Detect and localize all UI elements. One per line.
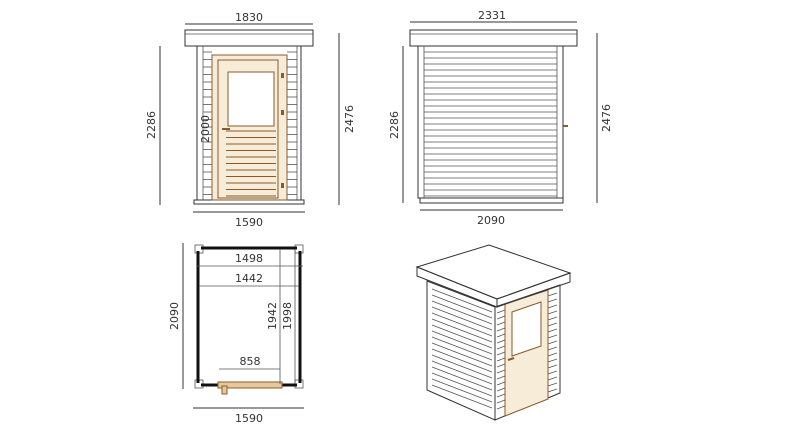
dimension-label: 2476 xyxy=(600,104,613,132)
dimension-label: 1942 xyxy=(266,302,279,330)
dimension-label: 2286 xyxy=(388,111,401,139)
siding-line xyxy=(496,387,506,392)
siding-line xyxy=(431,300,493,325)
plan-door-handle-icon xyxy=(221,385,228,395)
siding-line xyxy=(431,336,493,361)
siding-line xyxy=(431,288,493,313)
side-wall-siding xyxy=(423,46,558,198)
siding-line xyxy=(547,346,558,351)
siding-line xyxy=(431,354,493,379)
dimension-label: 1590 xyxy=(235,216,263,229)
siding-line xyxy=(547,364,558,369)
door-handle-icon xyxy=(507,357,515,361)
siding-line xyxy=(431,378,493,403)
siding-line xyxy=(431,306,493,331)
plan-view: 1498 1442 1942 1998 858 2090 1590 xyxy=(168,243,304,425)
dimension-label: 2090 xyxy=(477,214,505,227)
siding-line xyxy=(431,360,493,385)
siding-line xyxy=(496,327,506,332)
siding-line xyxy=(496,357,506,362)
iso-roof-edge xyxy=(496,272,571,308)
siding-line xyxy=(496,393,506,398)
dimension-label: 2000 xyxy=(199,115,212,143)
siding-line xyxy=(431,372,493,397)
siding-line xyxy=(547,328,558,333)
siding-line xyxy=(496,363,506,368)
siding-line xyxy=(431,318,493,343)
siding-line xyxy=(431,294,493,319)
iso-roof-edge xyxy=(416,266,498,308)
dimension-label: 2476 xyxy=(343,105,356,133)
siding-line xyxy=(431,366,493,391)
door-window xyxy=(227,71,275,127)
siding-line xyxy=(431,312,493,337)
siding-line xyxy=(547,298,558,303)
siding-line xyxy=(547,370,558,375)
siding-line xyxy=(547,292,558,297)
siding-line xyxy=(431,324,493,349)
side-wall xyxy=(417,45,564,199)
siding-line xyxy=(547,340,558,345)
siding-line xyxy=(547,358,558,363)
siding-line xyxy=(547,376,558,381)
siding-line xyxy=(431,330,493,355)
dimension-label: 1498 xyxy=(235,252,263,265)
side-roof xyxy=(409,29,578,47)
siding-line xyxy=(496,333,506,338)
front-roof xyxy=(184,29,314,47)
dimension-label: 858 xyxy=(240,355,261,368)
dimension-label: 1830 xyxy=(235,11,263,24)
siding-line xyxy=(431,342,493,367)
hinge-icon xyxy=(281,110,284,115)
side-view: 2331 2286 2476 2090 xyxy=(388,9,613,227)
dimension-label: 1442 xyxy=(235,272,263,285)
siding-line xyxy=(496,321,506,326)
siding-line xyxy=(547,310,558,315)
siding-line xyxy=(496,375,506,380)
isometric-view xyxy=(415,244,572,421)
siding-line xyxy=(496,381,506,386)
dimension-label: 2090 xyxy=(168,302,181,330)
siding-line xyxy=(431,384,493,409)
siding-line xyxy=(547,316,558,321)
dimension-label: 2286 xyxy=(145,111,158,139)
siding-line xyxy=(496,309,506,314)
hinge-icon xyxy=(281,183,284,188)
front-base xyxy=(193,199,305,205)
dimension-label: 1998 xyxy=(281,302,294,330)
siding-line xyxy=(547,382,558,387)
siding-line xyxy=(431,348,493,373)
siding-line xyxy=(496,405,506,410)
siding-line xyxy=(496,369,506,374)
dimension-label: 1590 xyxy=(235,412,263,425)
hinge-icon xyxy=(281,73,284,78)
dimension-label: 2331 xyxy=(478,9,506,22)
siding-line xyxy=(496,339,506,344)
siding-line xyxy=(496,399,506,404)
siding-line xyxy=(547,334,558,339)
iso-door-window xyxy=(511,301,542,357)
siding-line xyxy=(547,304,558,309)
front-view: 1830 2286 2476 2000 1590 xyxy=(145,11,356,229)
front-wall-siding xyxy=(202,46,298,200)
door-slats xyxy=(226,130,276,197)
plan-door xyxy=(217,381,283,389)
siding-line xyxy=(496,351,506,356)
siding-line xyxy=(547,388,558,393)
siding-line xyxy=(496,345,506,350)
siding-line xyxy=(547,352,558,357)
siding-line xyxy=(547,322,558,327)
siding-line xyxy=(496,315,506,320)
side-base xyxy=(419,197,564,204)
